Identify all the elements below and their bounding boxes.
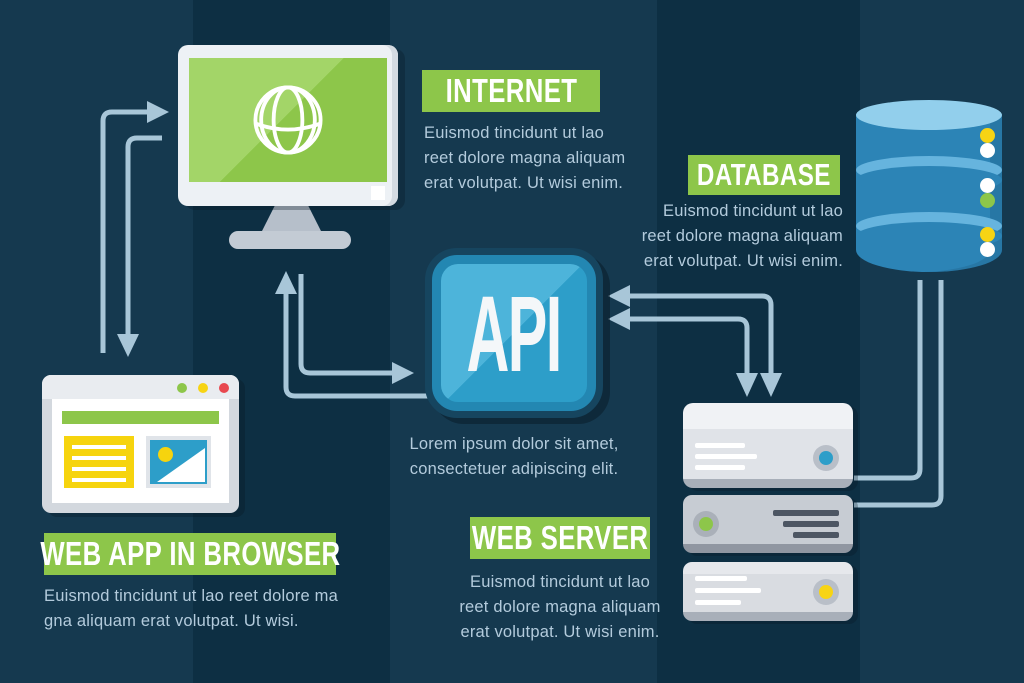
arrow-webapp-to-internet	[100, 101, 169, 353]
internet-label-badge: INTERNET	[422, 70, 600, 112]
monitor-stand-base	[229, 231, 351, 249]
page-text-block	[64, 436, 134, 488]
internet-description: Euismod tincidunt ut lao reet dolore mag…	[424, 124, 626, 193]
status-led-white	[980, 178, 995, 193]
status-led-white	[980, 143, 995, 158]
web-server-description: Euismod tincidunt ut lao reet dolore mag…	[459, 573, 661, 642]
web-app-description: Euismod tincidunt ut lao reet dolore ma …	[44, 587, 338, 631]
monitor-power-button	[371, 186, 385, 200]
sun-icon	[158, 447, 173, 462]
window-dot-red-icon	[219, 383, 229, 393]
window-dot-green-icon	[177, 383, 187, 393]
status-led-yellow	[980, 128, 995, 143]
page-header-bar	[62, 411, 219, 424]
browser-page-content	[52, 399, 229, 503]
status-led-green	[980, 193, 995, 208]
page-image-placeholder	[146, 436, 211, 488]
database-top-cap	[856, 100, 1002, 130]
browser-window-illustration	[42, 375, 239, 513]
server-led-green	[693, 511, 719, 537]
arrow-internet-to-webapp	[117, 135, 162, 357]
line-database-to-webserver	[854, 280, 944, 508]
arrow-api-to-internet	[275, 271, 458, 399]
monitor-screen	[189, 58, 387, 182]
server-unit	[683, 495, 853, 553]
window-dot-yellow-icon	[198, 383, 208, 393]
server-unit	[683, 562, 853, 621]
web-server-label-badge: WEB SERVER	[470, 517, 650, 559]
browser-titlebar	[42, 375, 239, 399]
api-description: Lorem ipsum dolor sit amet, consectetuer…	[409, 435, 619, 479]
arrow-api-webserver-outer	[608, 285, 782, 397]
api-box: API	[425, 248, 603, 418]
database-label-badge: DATABASE	[688, 155, 840, 195]
api-label: API	[466, 272, 563, 394]
server-led-yellow	[813, 579, 839, 605]
server-unit	[683, 403, 853, 488]
web-server-stack-illustration	[683, 403, 853, 621]
api-box-face: API	[441, 264, 587, 402]
arrow-internet-to-api	[298, 274, 414, 384]
database-cylinder-illustration	[856, 100, 1002, 272]
status-led-white	[980, 242, 995, 257]
image-icon	[150, 440, 207, 484]
monitor-frame	[178, 45, 398, 206]
globe-icon	[253, 85, 323, 155]
server-led-blue	[813, 445, 839, 471]
status-led-yellow	[980, 227, 995, 242]
web-app-label-badge: WEB APP IN BROWSER	[40, 533, 340, 575]
arrow-api-webserver-inner	[608, 308, 758, 397]
internet-monitor-illustration	[178, 45, 398, 257]
database-description: Euismod tincidunt ut lao reet dolore mag…	[641, 202, 843, 271]
